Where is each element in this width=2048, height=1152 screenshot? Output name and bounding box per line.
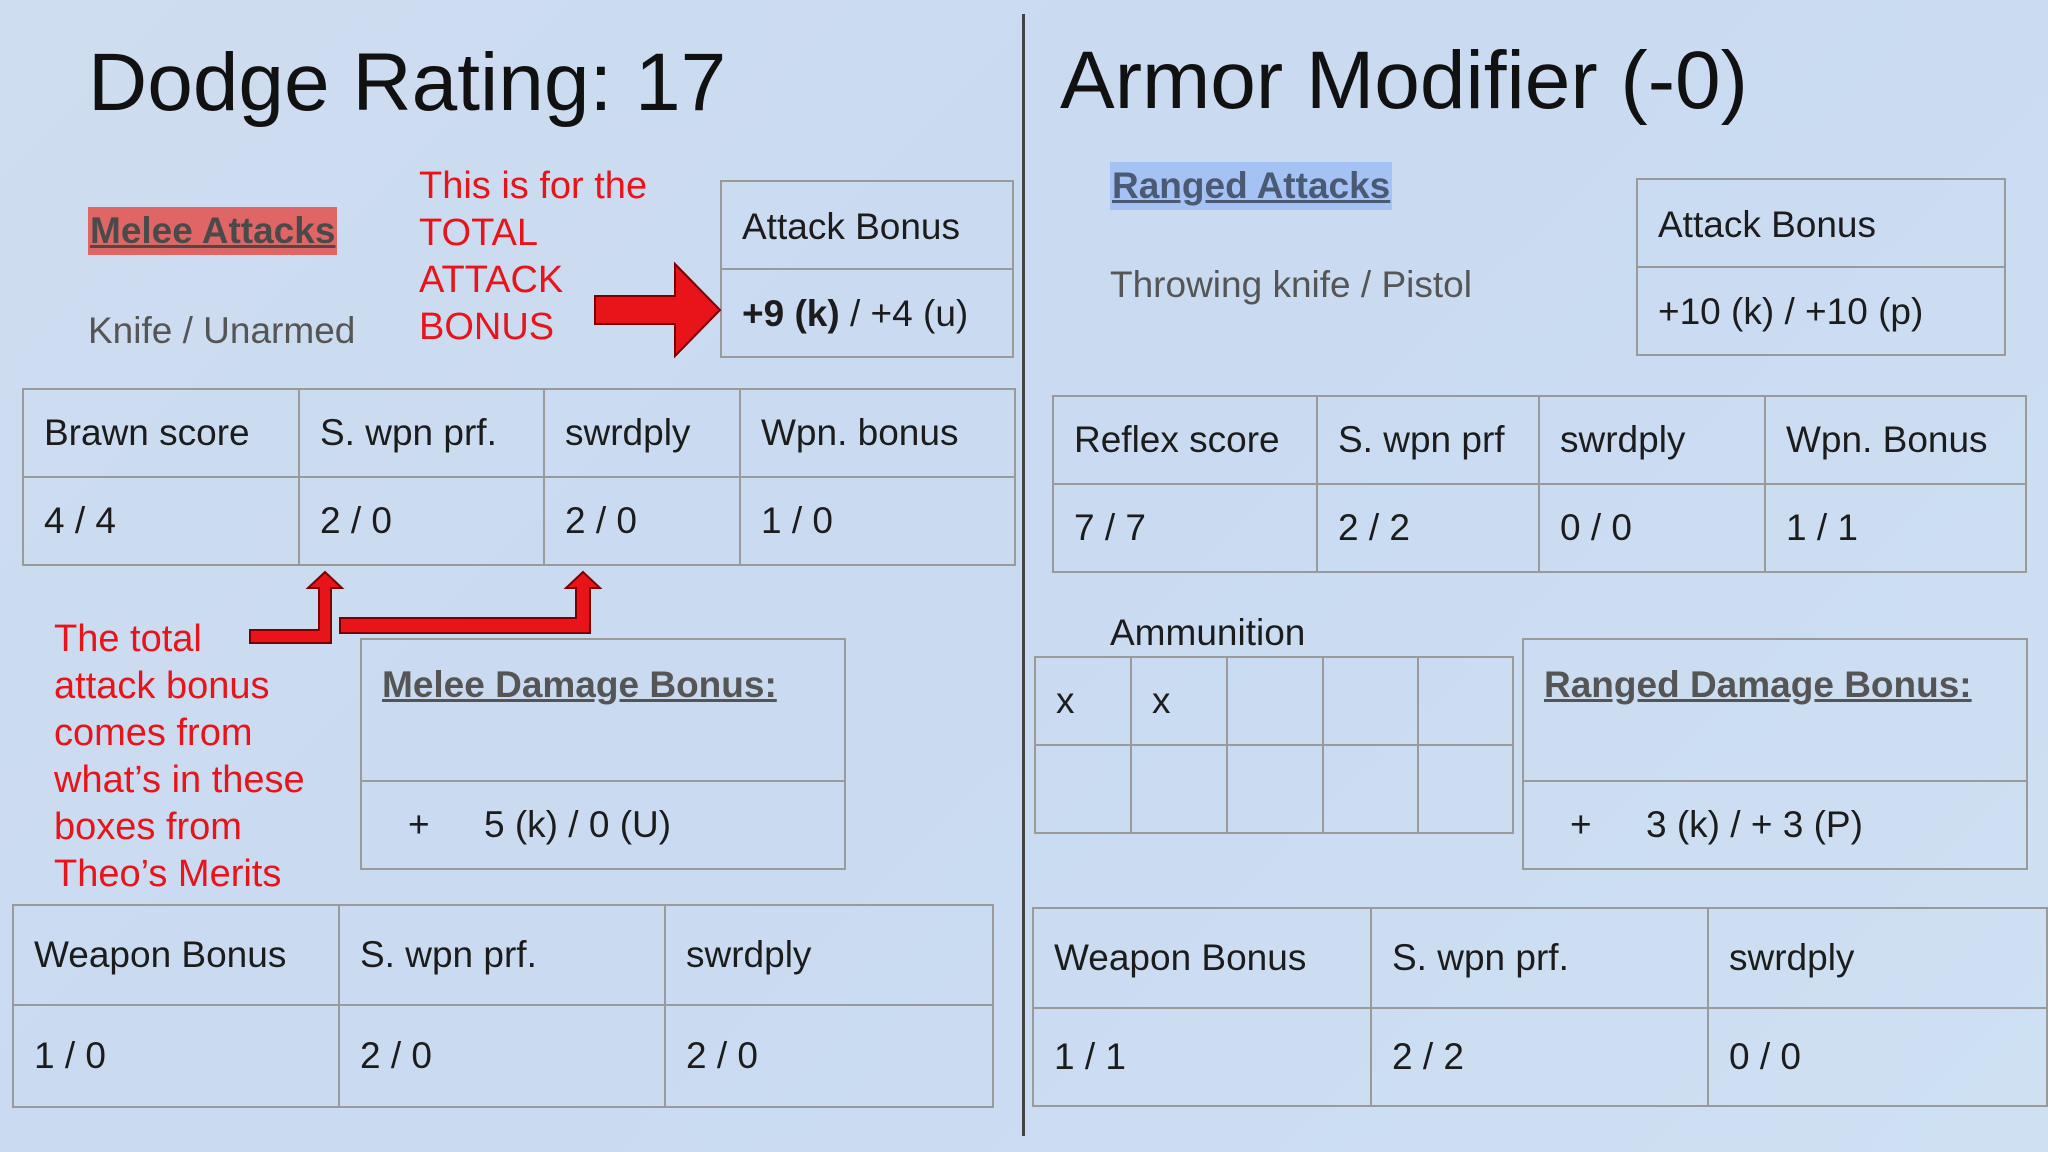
ammo-slot[interactable]: [1417, 656, 1514, 746]
ranged-stats-header: swrdply: [1538, 395, 1766, 485]
right-arrow-icon: [594, 261, 722, 359]
ammo-slot[interactable]: [1226, 656, 1324, 746]
ammo-slot[interactable]: [1130, 744, 1228, 834]
center-divider: [1022, 14, 1025, 1136]
melee-stats-cell: 4 / 4: [22, 476, 300, 566]
ranged-attack-bonus-header: Attack Bonus: [1658, 204, 1877, 245]
ranged-attack-bonus-value: +10 (k) / +10 (p): [1658, 291, 1924, 332]
ranged-stats-cell: 0 / 0: [1538, 483, 1766, 573]
melee-stats-cell: 1 / 0: [739, 476, 1016, 566]
melee-attack-bonus-rest: / +4 (u): [839, 293, 969, 334]
melee-stats-cell: 2 / 0: [298, 476, 545, 566]
ammo-slot[interactable]: [1226, 744, 1324, 834]
armor-modifier-title: Armor Modifier (-0): [1060, 35, 1748, 126]
melee-damage-value: 5 (k) / 0 (U): [484, 804, 672, 845]
ammo-slot[interactable]: [1034, 744, 1132, 834]
ammunition-grid: x x: [1034, 656, 1514, 834]
ranged-stats-cell: 1 / 1: [1764, 483, 2027, 573]
melee-stats-header: Wpn. bonus: [739, 388, 1016, 478]
up-arrow-icon: [249, 570, 345, 644]
ammo-slot[interactable]: [1322, 744, 1419, 834]
ranged-weapon-header: Weapon Bonus: [1032, 907, 1372, 1009]
melee-weapon-cell: 1 / 0: [12, 1004, 340, 1108]
melee-stats-header: S. wpn prf.: [298, 388, 545, 478]
melee-attack-bonus-bold: +9 (k): [742, 293, 840, 334]
melee-weapon-header: Weapon Bonus: [12, 904, 340, 1006]
melee-stats-cell: 2 / 0: [543, 476, 741, 566]
ammo-slot[interactable]: [1322, 656, 1419, 746]
ranged-stats-cell: 2 / 2: [1316, 483, 1540, 573]
melee-attack-bonus-value: +9 (k) / +4 (u): [742, 293, 968, 335]
melee-damage-plus: +: [408, 804, 430, 845]
ranged-stats-cell: 7 / 7: [1052, 483, 1318, 573]
ranged-stats-header: S. wpn prf: [1316, 395, 1540, 485]
melee-weapons-text: Knife / Unarmed: [88, 310, 356, 351]
ranged-weapon-header: swrdply: [1707, 907, 2048, 1009]
melee-damage-label: Melee Damage Bonus:: [382, 664, 777, 705]
melee-weapon-table: Weapon Bonus S. wpn prf. swrdply 1 / 0 2…: [12, 904, 994, 1108]
melee-attack-bonus-box: Attack Bonus +9 (k) / +4 (u): [720, 180, 1014, 358]
ranged-stats-header: Reflex score: [1052, 395, 1318, 485]
ranged-weapon-cell: 0 / 0: [1707, 1007, 2048, 1107]
melee-attacks-label: Melee Attacks: [88, 207, 338, 255]
ranged-damage-value: 3 (k) / + 3 (P): [1646, 804, 1863, 845]
ranged-weapon-header: S. wpn prf.: [1370, 907, 1709, 1009]
ammo-slot[interactable]: x: [1034, 656, 1132, 746]
melee-weapon-cell: 2 / 0: [338, 1004, 666, 1108]
melee-weapon-cell: 2 / 0: [664, 1004, 994, 1108]
up-arrow-icon: [339, 570, 603, 634]
melee-stats-header: swrdply: [543, 388, 741, 478]
ranged-attacks-label: Ranged Attacks: [1110, 162, 1393, 210]
melee-weapon-header: swrdply: [664, 904, 994, 1006]
ranged-weapons-text: Throwing knife / Pistol: [1110, 264, 1472, 305]
ranged-damage-plus: +: [1570, 804, 1592, 845]
dodge-rating-title: Dodge Rating: 17: [88, 37, 727, 128]
melee-attack-bonus-header: Attack Bonus: [742, 206, 961, 247]
melee-weapon-header: S. wpn prf.: [338, 904, 666, 1006]
melee-stats-header: Brawn score: [22, 388, 300, 478]
ammo-slot[interactable]: x: [1130, 656, 1228, 746]
merits-note: The total attack bonus comes from what’s…: [54, 618, 305, 895]
melee-stats-table: Brawn score S. wpn prf. swrdply Wpn. bon…: [22, 388, 1016, 566]
ranged-damage-box: Ranged Damage Bonus: + 3 (k) / + 3 (P): [1522, 638, 2028, 870]
ammo-slot[interactable]: [1417, 744, 1514, 834]
ranged-weapon-cell: 1 / 1: [1032, 1007, 1372, 1107]
ranged-weapon-table: Weapon Bonus S. wpn prf. swrdply 1 / 1 2…: [1032, 907, 2048, 1107]
ranged-damage-label: Ranged Damage Bonus:: [1544, 664, 1972, 705]
ranged-stats-header: Wpn. Bonus: [1764, 395, 2027, 485]
total-attack-bonus-note: This is for the TOTAL ATTACK BONUS: [419, 165, 648, 348]
ranged-attack-bonus-box: Attack Bonus +10 (k) / +10 (p): [1636, 178, 2006, 356]
ranged-stats-table: Reflex score S. wpn prf swrdply Wpn. Bon…: [1052, 395, 2027, 573]
ammunition-label: Ammunition: [1110, 612, 1306, 653]
melee-damage-box: Melee Damage Bonus: + 5 (k) / 0 (U): [360, 638, 846, 870]
ranged-weapon-cell: 2 / 2: [1370, 1007, 1709, 1107]
